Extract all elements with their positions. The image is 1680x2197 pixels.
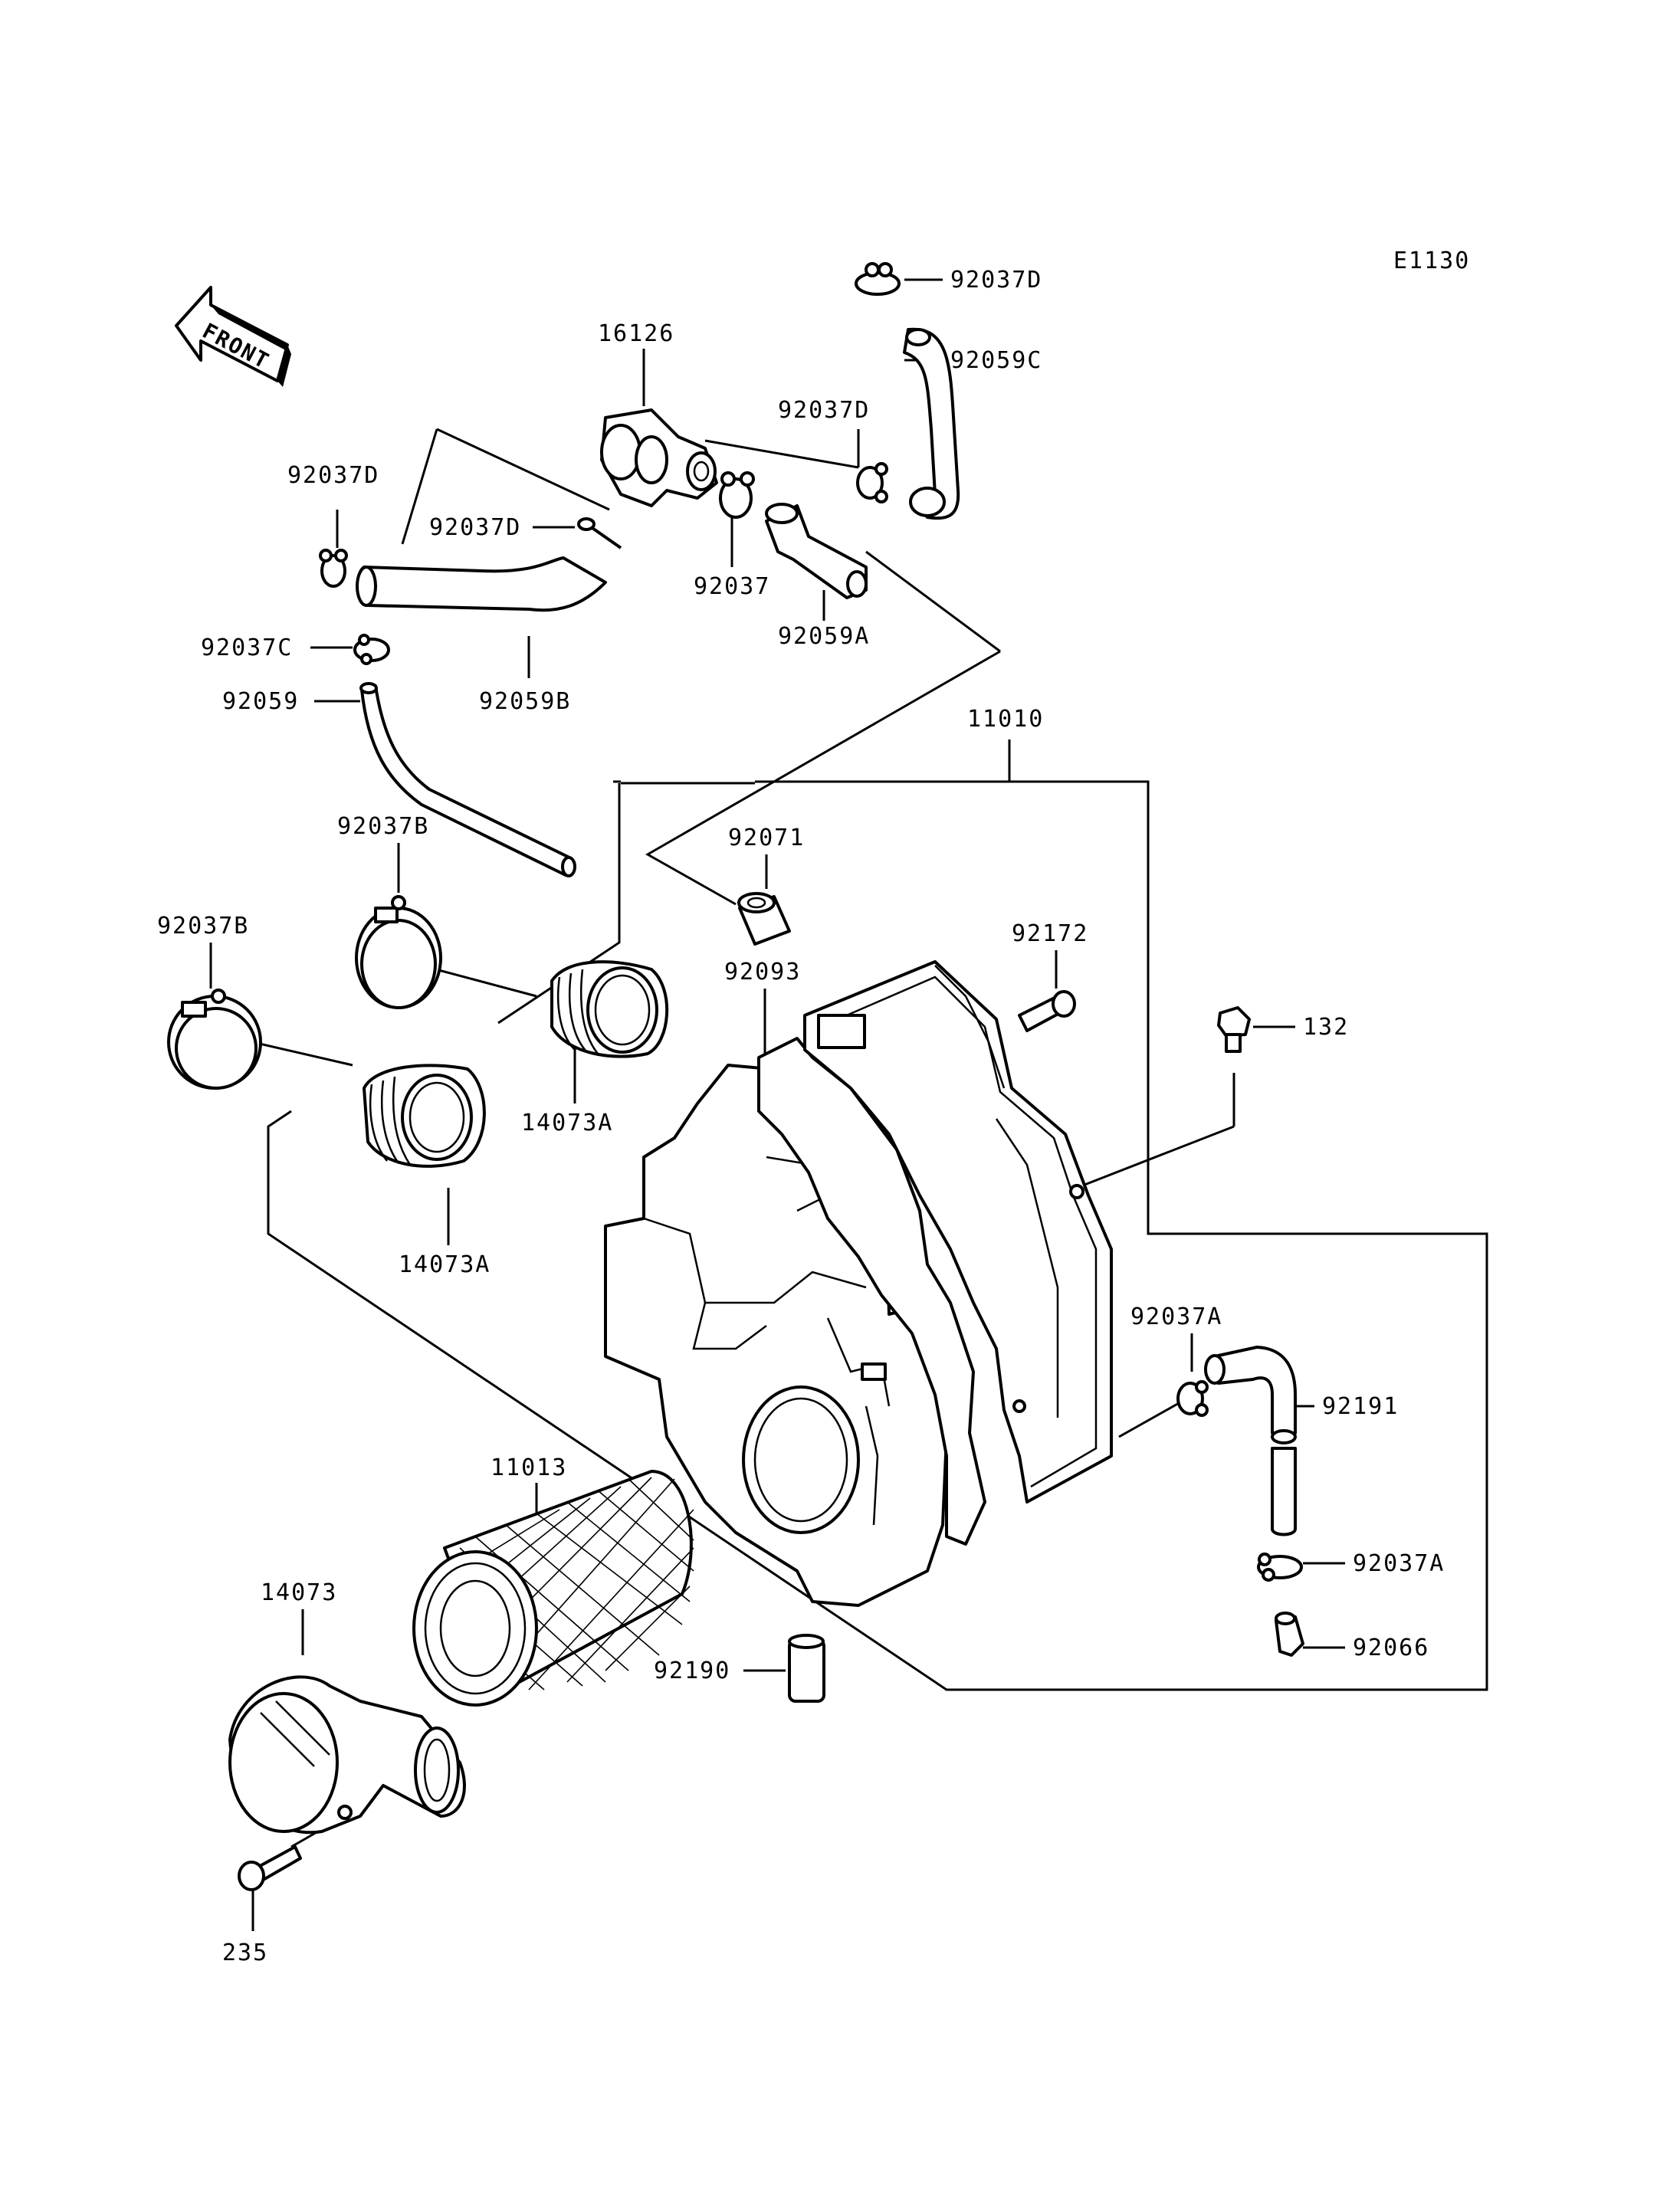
label-92037d-left: 92037D	[287, 462, 379, 489]
label-92037b-1: 92037B	[337, 813, 429, 840]
part-labels: 92037D 16126 92059C 92037D 92037D 92037D…	[157, 267, 1445, 1966]
front-arrow-icon: FRONT	[175, 286, 291, 387]
hose-92191	[1204, 1346, 1297, 1536]
label-92037c: 92037C	[201, 635, 293, 661]
label-92037a-bot: 92037A	[1353, 1550, 1445, 1577]
label-92037b-2: 92037B	[157, 913, 249, 939]
label-92066: 92066	[1353, 1635, 1429, 1661]
clip-92037a-bottom	[1257, 1553, 1303, 1582]
duct-14073a-upper	[550, 960, 668, 1058]
pipe-92059a	[765, 503, 868, 599]
label-92059a: 92059A	[778, 623, 870, 650]
clip-92037a-top	[1176, 1380, 1209, 1417]
clamp-92037b-1	[355, 895, 442, 1009]
plug-92066	[1275, 1612, 1304, 1657]
clamp-92037b-2	[167, 989, 262, 1090]
bolt-92172	[1018, 990, 1076, 1032]
label-11010: 11010	[967, 706, 1044, 733]
label-92037d-top: 92037D	[950, 267, 1042, 293]
hose-92059b	[356, 556, 607, 612]
clip-92037c	[353, 634, 390, 665]
sleeve-92190	[788, 1634, 825, 1703]
label-14073a-2: 14073A	[399, 1251, 491, 1278]
label-92059b: 92059B	[479, 688, 571, 715]
filter-element-11013	[412, 1470, 694, 1707]
label-92037d-center: 92037D	[429, 514, 521, 541]
clip-92037d-center	[577, 517, 622, 549]
label-92059: 92059	[222, 688, 299, 715]
clip-92037d-mid	[856, 462, 888, 503]
diagram-code: E1130	[1393, 248, 1470, 274]
label-132: 132	[1303, 1014, 1349, 1041]
label-92059c: 92059C	[950, 347, 1042, 374]
label-14073a-1: 14073A	[521, 1110, 613, 1136]
screw-235	[238, 1845, 302, 1891]
label-92190: 92190	[654, 1658, 730, 1684]
hose-92059c	[903, 327, 960, 520]
label-92093: 92093	[724, 959, 801, 985]
label-92037d-mid: 92037D	[778, 397, 870, 424]
label-92037a-top: 92037A	[1130, 1303, 1222, 1330]
label-92071: 92071	[728, 825, 805, 851]
duct-14073a-lower	[363, 1064, 486, 1168]
cover-and-gasket-92093	[757, 960, 1113, 1546]
bolt-132	[1217, 1006, 1251, 1053]
clip-92037	[719, 471, 755, 519]
label-92191: 92191	[1322, 1393, 1399, 1420]
label-92172: 92172	[1012, 920, 1088, 947]
label-14073: 14073	[261, 1579, 337, 1606]
valve-16126	[600, 408, 718, 507]
label-16126: 16126	[598, 320, 674, 347]
clip-92037d-top	[855, 262, 901, 296]
label-11013: 11013	[491, 1454, 567, 1481]
grommet-92071	[737, 892, 791, 946]
inlet-duct-14073	[228, 1675, 466, 1835]
hose-92059	[359, 682, 576, 877]
label-235: 235	[222, 1940, 268, 1966]
label-92037: 92037	[694, 573, 770, 600]
clip-92037d-left	[319, 549, 348, 588]
leader-lines	[209, 278, 1488, 1931]
